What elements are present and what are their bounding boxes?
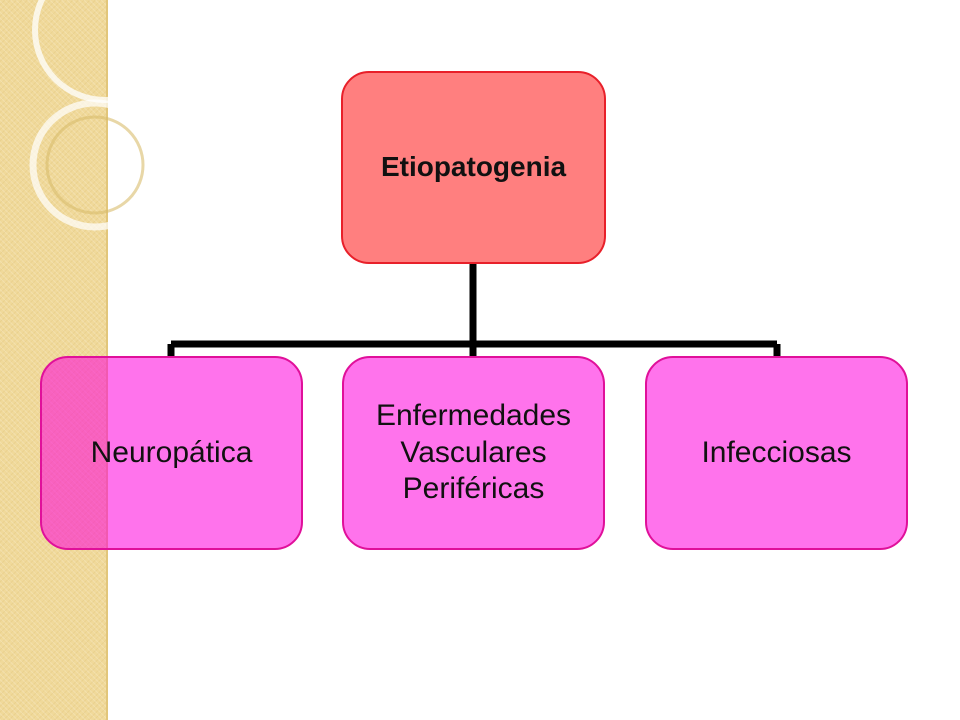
- child-node-label: Neuropática: [90, 435, 253, 469]
- root-node: Etiopatogenia: [341, 71, 606, 264]
- child-node-label: Enfermedades Vasculares Periféricas: [375, 399, 572, 506]
- child-node-enfermedades-vasculares: Enfermedades Vasculares Periféricas: [342, 356, 605, 550]
- child-node-neuropatica: Neuropática: [40, 356, 303, 550]
- decorative-circles: [29, 0, 178, 231]
- child-node-infecciosas: Infecciosas: [645, 356, 908, 550]
- root-node-label: Etiopatogenia: [380, 151, 567, 183]
- child-node-label: Infecciosas: [701, 435, 852, 469]
